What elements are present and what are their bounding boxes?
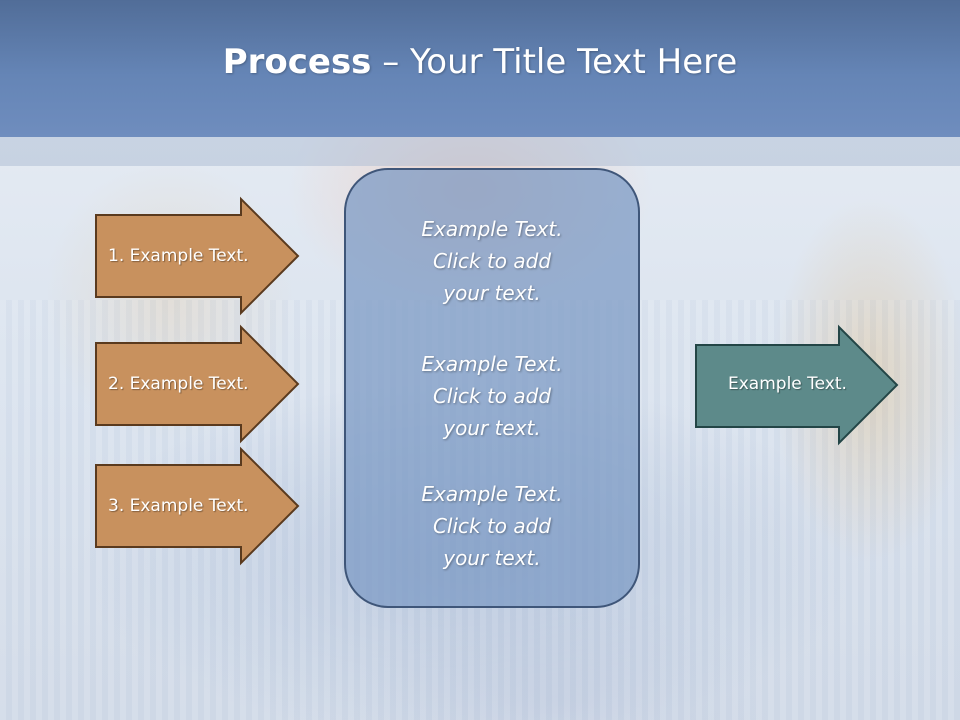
slide-header: Process – Your Title Text Here	[0, 0, 960, 137]
left-arrow-3[interactable]	[95, 446, 300, 566]
slide-title[interactable]: Process – Your Title Text Here	[223, 42, 738, 82]
right-arrow-shape	[695, 324, 899, 446]
left-arrow-3-shape	[95, 446, 300, 566]
slide-title-bold: Process	[222, 41, 372, 82]
left-arrow-1-shape	[95, 196, 300, 316]
center-text-paragraph-3: Example Text. Click to add your text.	[421, 482, 563, 570]
left-arrow-1[interactable]	[95, 196, 300, 316]
left-arrow-2-shape	[95, 324, 300, 444]
center-text-paragraph-2: Example Text. Click to add your text.	[421, 352, 563, 440]
slide-title-rest: – Your Title Text Here	[371, 41, 738, 82]
center-text-box[interactable]	[344, 168, 640, 608]
left-arrow-2-label: 2. Example Text.	[108, 374, 249, 394]
center-text-paragraph-1: Example Text. Click to add your text.	[421, 217, 563, 305]
right-arrow-label: Example Text.	[728, 374, 847, 394]
left-arrow-1-label: 1. Example Text.	[108, 246, 249, 266]
right-arrow[interactable]	[695, 324, 900, 446]
header-accent-band	[0, 137, 960, 166]
left-arrow-3-label: 3. Example Text.	[108, 496, 249, 516]
left-arrow-2[interactable]	[95, 324, 300, 444]
